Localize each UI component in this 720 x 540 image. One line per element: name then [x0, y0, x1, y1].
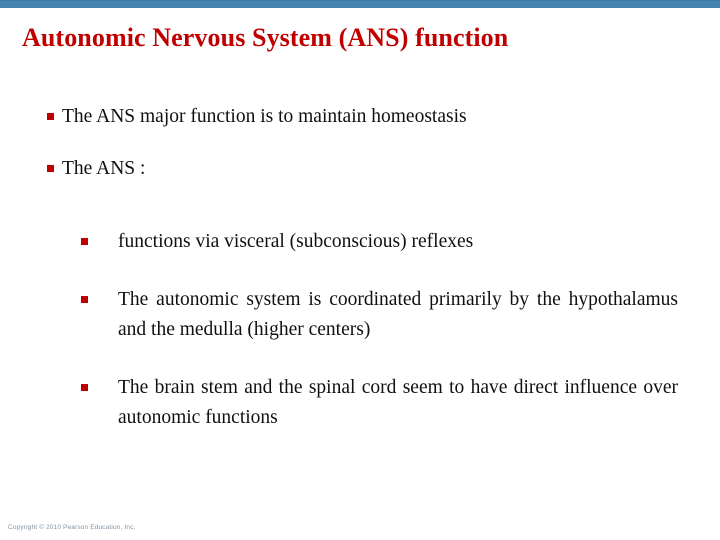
- top-accent-bar: [0, 0, 720, 8]
- bullet-list-level2: functions via visceral (subconscious) re…: [0, 227, 720, 433]
- bullet-item-level2: The autonomic system is coordinated prim…: [0, 285, 720, 345]
- slide-body: The ANS major function is to maintain ho…: [0, 104, 720, 208]
- bullet-item-level2-label: The brain stem and the spinal cord seem …: [118, 377, 678, 428]
- square-bullet-icon: [81, 384, 88, 391]
- square-bullet-icon: [47, 113, 54, 120]
- bullet-item-level1-label: The ANS major function is to maintain ho…: [62, 106, 467, 127]
- bullet-item-level2: The brain stem and the spinal cord seem …: [0, 373, 720, 433]
- square-bullet-icon: [47, 165, 54, 172]
- bullet-item-level2: functions via visceral (subconscious) re…: [0, 227, 720, 257]
- sub-bullet-region: functions via visceral (subconscious) re…: [0, 213, 720, 433]
- bullet-list-level1: The ANS major function is to maintain ho…: [0, 104, 720, 182]
- copyright-notice: Copyright © 2010 Pearson Education, Inc.: [8, 524, 136, 531]
- square-bullet-icon: [81, 296, 88, 303]
- bullet-item-level2-label: functions via visceral (subconscious) re…: [118, 231, 474, 252]
- square-bullet-icon: [81, 238, 88, 245]
- bullet-item-level1-label: The ANS :: [62, 158, 146, 179]
- bullet-item-level1: The ANS major function is to maintain ho…: [0, 104, 720, 130]
- bullet-item-level2-label: The autonomic system is coordinated prim…: [118, 289, 678, 340]
- page-title: Autonomic Nervous System (ANS) function: [22, 23, 509, 52]
- bullet-item-level1: The ANS :: [0, 156, 720, 182]
